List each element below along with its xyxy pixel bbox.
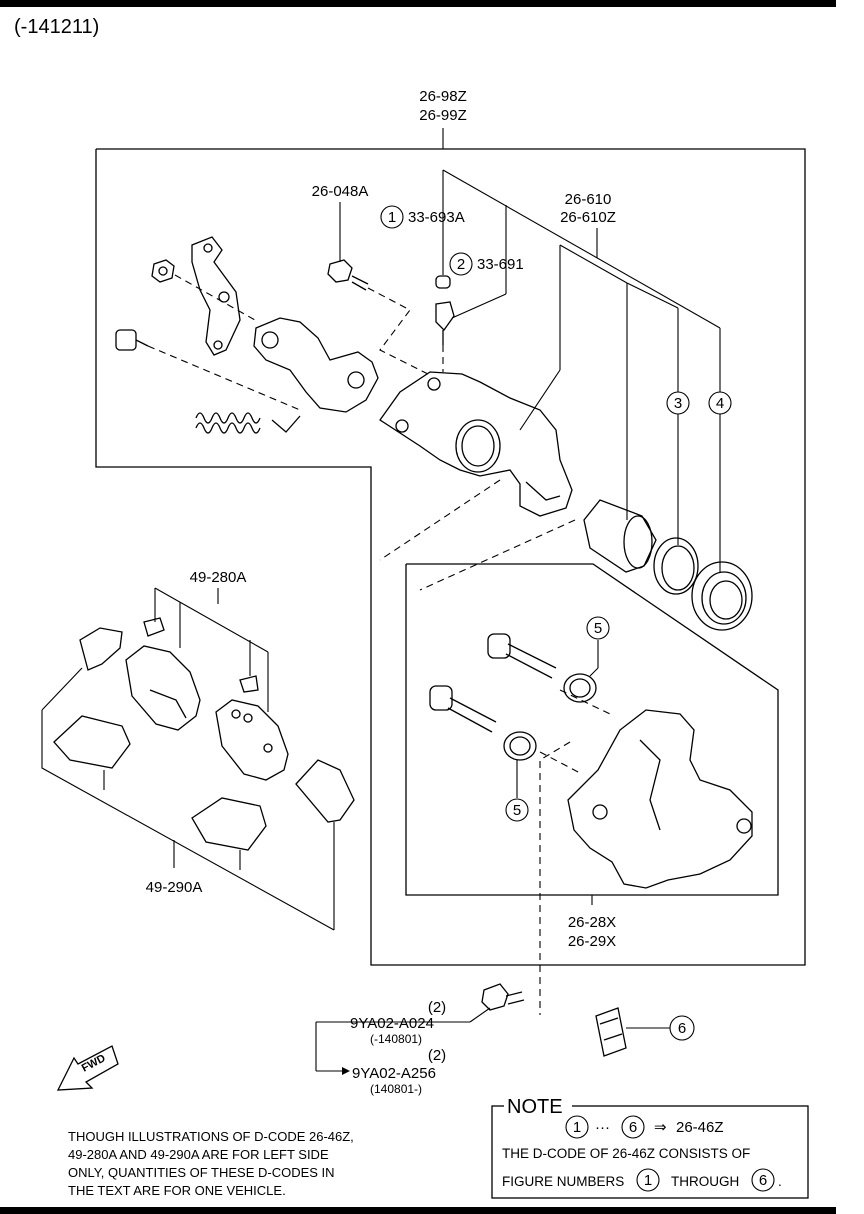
bleeder-cap bbox=[435, 275, 451, 289]
footnote-line-1: THOUGH ILLUSTRATIONS OF D-CODE 26-46Z, bbox=[68, 1129, 354, 1144]
footnote-line-2: 49-280A AND 49-290A ARE FOR LEFT SIDE bbox=[68, 1147, 329, 1162]
note-title: NOTE bbox=[507, 1096, 563, 1118]
guide-pin-boot-upper bbox=[563, 673, 597, 703]
label-49-290A: 49-290A bbox=[146, 879, 203, 896]
marker-5a-text: 5 bbox=[594, 620, 602, 637]
bolt2-code: 9YA02-A256 bbox=[352, 1065, 436, 1082]
marker-5b-text: 5 bbox=[513, 802, 521, 819]
marker-circle-3 bbox=[666, 391, 690, 415]
guide-pin-upper bbox=[487, 633, 557, 679]
guide-bolt bbox=[115, 329, 149, 351]
bolt1-qty: (2) bbox=[428, 999, 446, 1016]
anti-rattle-clip-1 bbox=[143, 617, 165, 637]
marker-circle-1 bbox=[380, 205, 404, 229]
bolt2-range: (140801-) bbox=[370, 1082, 422, 1096]
guide-pin-boot-lower bbox=[503, 731, 537, 761]
bracket-nut bbox=[151, 259, 175, 283]
brake-cable-bracket bbox=[253, 317, 379, 413]
bolt2-qty: (2) bbox=[428, 1047, 446, 1064]
note-line3-circle-1 bbox=[636, 1168, 660, 1192]
label-26-29X: 26-29X bbox=[568, 933, 616, 950]
marker-4-text: 4 bbox=[716, 395, 724, 412]
bleeder-screw bbox=[435, 301, 455, 345]
note-ellipsis: ··· bbox=[595, 1119, 610, 1136]
anti-rattle-clip-2 bbox=[239, 675, 259, 693]
label-26-28X: 26-28X bbox=[568, 914, 616, 931]
caliper-piston bbox=[583, 499, 657, 573]
note-line-3-end: 6 bbox=[759, 1172, 767, 1189]
note-kit-code: 26-46Z bbox=[676, 1119, 724, 1136]
note-line-3-prefix: FIGURE NUMBERS bbox=[502, 1174, 624, 1189]
mounting-support-frame bbox=[405, 563, 779, 896]
note-line-3-suffix: . bbox=[778, 1174, 782, 1189]
note-box bbox=[491, 1105, 809, 1199]
marker-6-text: 6 bbox=[678, 1020, 686, 1037]
note-range-start: 1 bbox=[573, 1119, 581, 1136]
brake-pad-inner bbox=[125, 645, 201, 731]
label-26-610: 26-610 bbox=[565, 191, 612, 208]
piston-seal bbox=[653, 537, 699, 595]
fwd-arrow-icon: FWD bbox=[56, 1045, 119, 1091]
note-line3-circle-6 bbox=[751, 1168, 775, 1192]
pad-spring-upper bbox=[53, 715, 131, 769]
caliper-body bbox=[379, 371, 573, 517]
bolt1-code: 9YA02-A024 bbox=[350, 1015, 434, 1032]
shim-upper-left bbox=[79, 627, 123, 671]
caliper-mounting-support bbox=[567, 709, 753, 889]
shim-outer bbox=[295, 759, 355, 823]
note-title-bg bbox=[504, 1094, 572, 1116]
brake-pad-outer bbox=[215, 699, 289, 781]
marker-circle-5-lower bbox=[505, 798, 529, 822]
marker-2-text: 2 bbox=[457, 256, 465, 273]
pad-spring-lower bbox=[191, 797, 267, 851]
bolt1-range: (-140801) bbox=[370, 1032, 422, 1046]
fwd-text: FWD bbox=[80, 1052, 108, 1074]
bracket-bolt bbox=[327, 259, 369, 291]
marker-3-text: 3 bbox=[674, 395, 682, 412]
note-line-2: THE D-CODE OF 26-46Z CONSISTS OF bbox=[502, 1146, 750, 1161]
label-33-693A: 33-693A bbox=[408, 209, 465, 226]
footnote-line-4: THE TEXT ARE FOR ONE VEHICLE. bbox=[68, 1183, 286, 1198]
marker-circle-4 bbox=[708, 391, 732, 415]
bottom-border bbox=[0, 1207, 836, 1214]
top-border bbox=[0, 0, 836, 7]
note-line-3-mid: THROUGH bbox=[671, 1174, 739, 1189]
label-26-610Z: 26-610Z bbox=[560, 209, 616, 226]
label-49-280A: 49-280A bbox=[190, 569, 247, 586]
marker-circle-5-upper bbox=[586, 616, 610, 640]
footnote-line-3: ONLY, QUANTITIES OF THESE D-CODES IN bbox=[68, 1165, 335, 1180]
note-circle-1 bbox=[565, 1115, 589, 1139]
label-26-99Z: 26-99Z bbox=[419, 107, 467, 124]
label-26-048A: 26-048A bbox=[312, 183, 369, 200]
spring-hook bbox=[271, 415, 301, 433]
parking-brake-lever bbox=[191, 236, 241, 356]
note-arrow: ⇒ bbox=[654, 1119, 667, 1136]
label-26-98Z: 26-98Z bbox=[419, 88, 467, 105]
caliper-assy-frame bbox=[95, 148, 806, 966]
return-spring bbox=[195, 412, 261, 434]
note-line-3-start: 1 bbox=[644, 1172, 652, 1189]
note-circle-6 bbox=[621, 1115, 645, 1139]
marker-circle-2 bbox=[449, 252, 473, 276]
mounting-bolt bbox=[481, 983, 525, 1011]
guide-pin-lower bbox=[429, 685, 497, 733]
date-range-header: (-141211) bbox=[14, 16, 99, 38]
note-range-end: 6 bbox=[629, 1119, 637, 1136]
dust-boot bbox=[691, 561, 753, 631]
grease-pack bbox=[595, 1007, 627, 1057]
marker-1-text: 1 bbox=[388, 209, 396, 226]
label-33-691: 33-691 bbox=[477, 256, 524, 273]
marker-circle-6 bbox=[669, 1015, 695, 1041]
